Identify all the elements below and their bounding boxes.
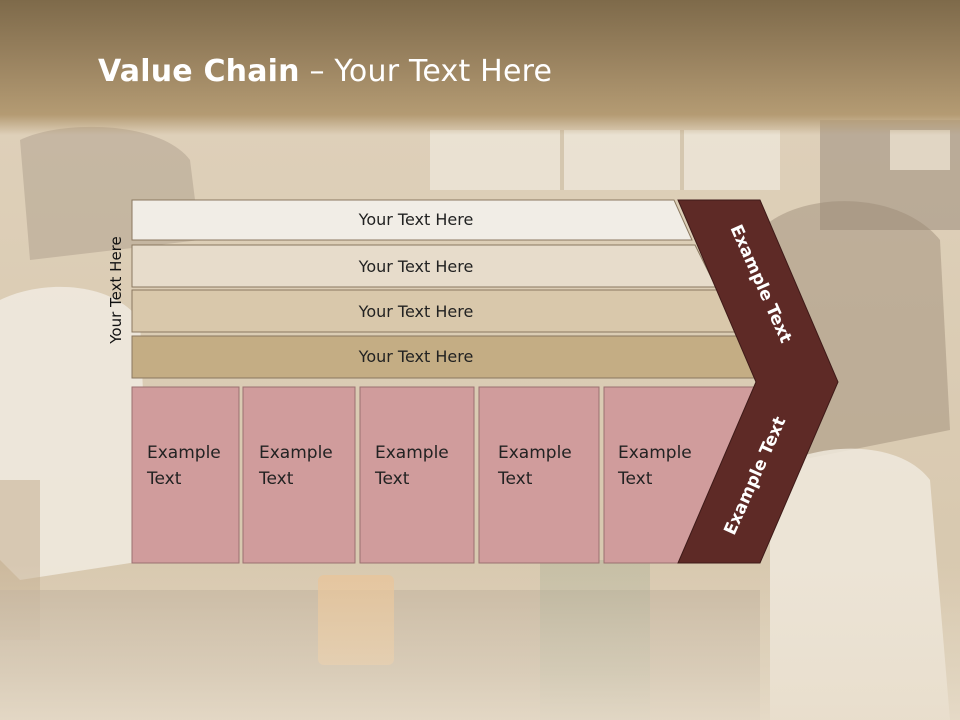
column-box-3-line1: Example [375, 443, 449, 463]
column-box-5-line1: Example [618, 443, 692, 463]
column-box-3: Example Text [359, 386, 475, 564]
row-bar-4-label: Your Text Here [358, 347, 474, 366]
column-box-2-line1: Example [259, 443, 333, 463]
column-box-1: Example Text [131, 386, 240, 564]
column-box-5: Example Text [603, 386, 757, 564]
column-box-4-shape [478, 386, 600, 564]
column-box-2-line2: Text [258, 469, 294, 489]
header-band [0, 0, 960, 135]
column-box-4: Example Text [478, 386, 600, 564]
column-box-2: Example Text [242, 386, 356, 564]
column-box-3-line2: Text [374, 469, 410, 489]
column-box-1-shape [131, 386, 240, 564]
column-box-4-line1: Example [498, 443, 572, 463]
row-bar-3: Your Text Here [131, 289, 741, 333]
row-bar-1: Your Text Here [131, 199, 693, 241]
column-box-1-line1: Example [147, 443, 221, 463]
column-box-3-shape [359, 386, 475, 564]
row-bar-2: Your Text Here [131, 244, 717, 288]
row-bar-4: Your Text Here [131, 335, 765, 379]
column-box-1-line2: Text [146, 469, 182, 489]
slide-title-rest: – Your Text Here [299, 54, 553, 89]
column-box-4-line2: Text [497, 469, 533, 489]
column-box-5-line2: Text [617, 469, 653, 489]
row-bar-3-label: Your Text Here [358, 302, 474, 321]
column-box-2-shape [242, 386, 356, 564]
row-bar-1-label: Your Text Here [358, 210, 474, 229]
chevron-arrow: Example Text Example Text [677, 199, 839, 564]
slide-title-bold: Value Chain [98, 54, 300, 89]
slide-title: Value Chain – Your Text Here [98, 54, 552, 89]
row-bar-2-label: Your Text Here [358, 257, 474, 276]
row-bar-1-shape [131, 199, 693, 241]
